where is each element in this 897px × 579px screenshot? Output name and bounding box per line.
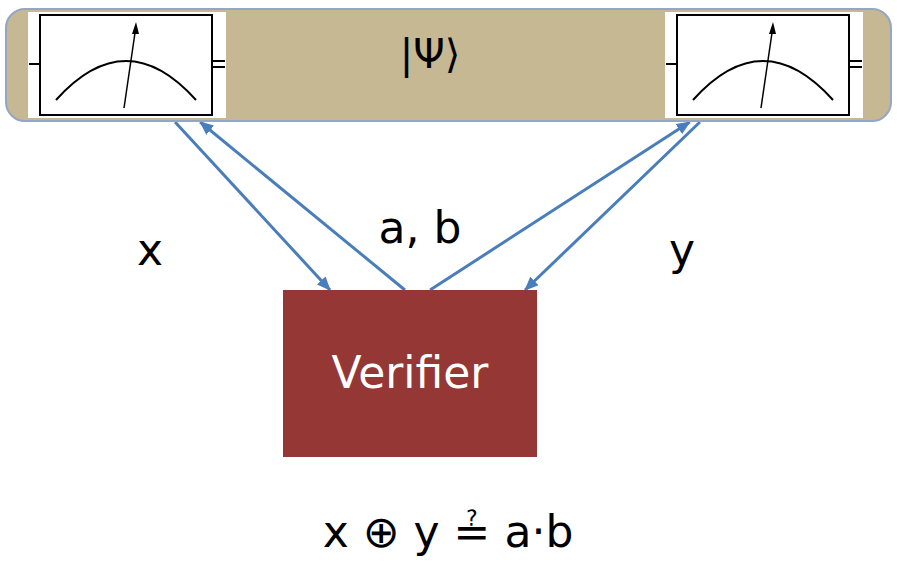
arrow-connector	[175, 122, 330, 290]
arrow-connector	[200, 122, 405, 290]
meter-symbol	[28, 12, 226, 118]
signal-label: y	[669, 225, 695, 276]
quantum-state-band: |Ψ⟩	[5, 8, 892, 122]
arrow-connector	[430, 122, 690, 290]
meter-symbol	[665, 12, 863, 118]
state-label: |Ψ⟩	[400, 31, 461, 77]
box-title: Verifier	[332, 348, 489, 399]
check-equation: x ⊕ y ≟ a·b	[323, 507, 574, 558]
signal-label: a, b	[379, 203, 462, 254]
arrow-connector	[525, 122, 700, 290]
signal-label: x	[137, 225, 163, 276]
verifier-box: Verifier	[283, 290, 537, 457]
